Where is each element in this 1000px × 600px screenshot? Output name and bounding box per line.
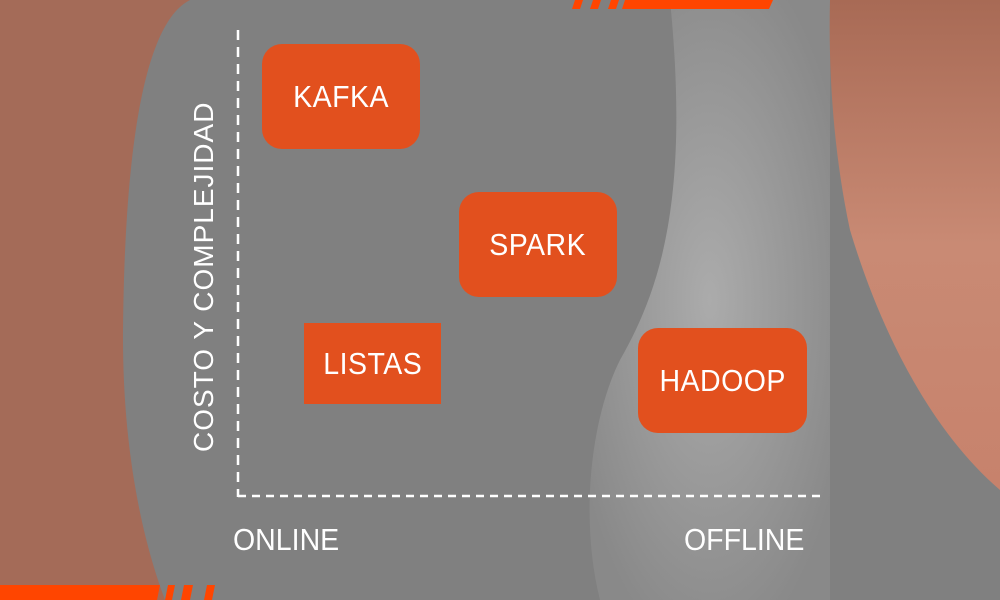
listas-box: LISTAS [304, 323, 441, 404]
spark-label: SPARK [489, 226, 587, 262]
offline-label: OFFLINE [684, 522, 805, 557]
listas-label: LISTAS [323, 345, 422, 381]
y-axis-label: COSTO Y COMPLEJIDAD [188, 101, 219, 452]
kafka-label: KAFKA [293, 78, 389, 114]
hadoop-box: HADOOP [638, 328, 807, 433]
hadoop-label: HADOOP [659, 362, 786, 398]
online-label: ONLINE [233, 522, 340, 557]
spark-box: SPARK [459, 192, 617, 297]
kafka-box: KAFKA [262, 44, 420, 149]
